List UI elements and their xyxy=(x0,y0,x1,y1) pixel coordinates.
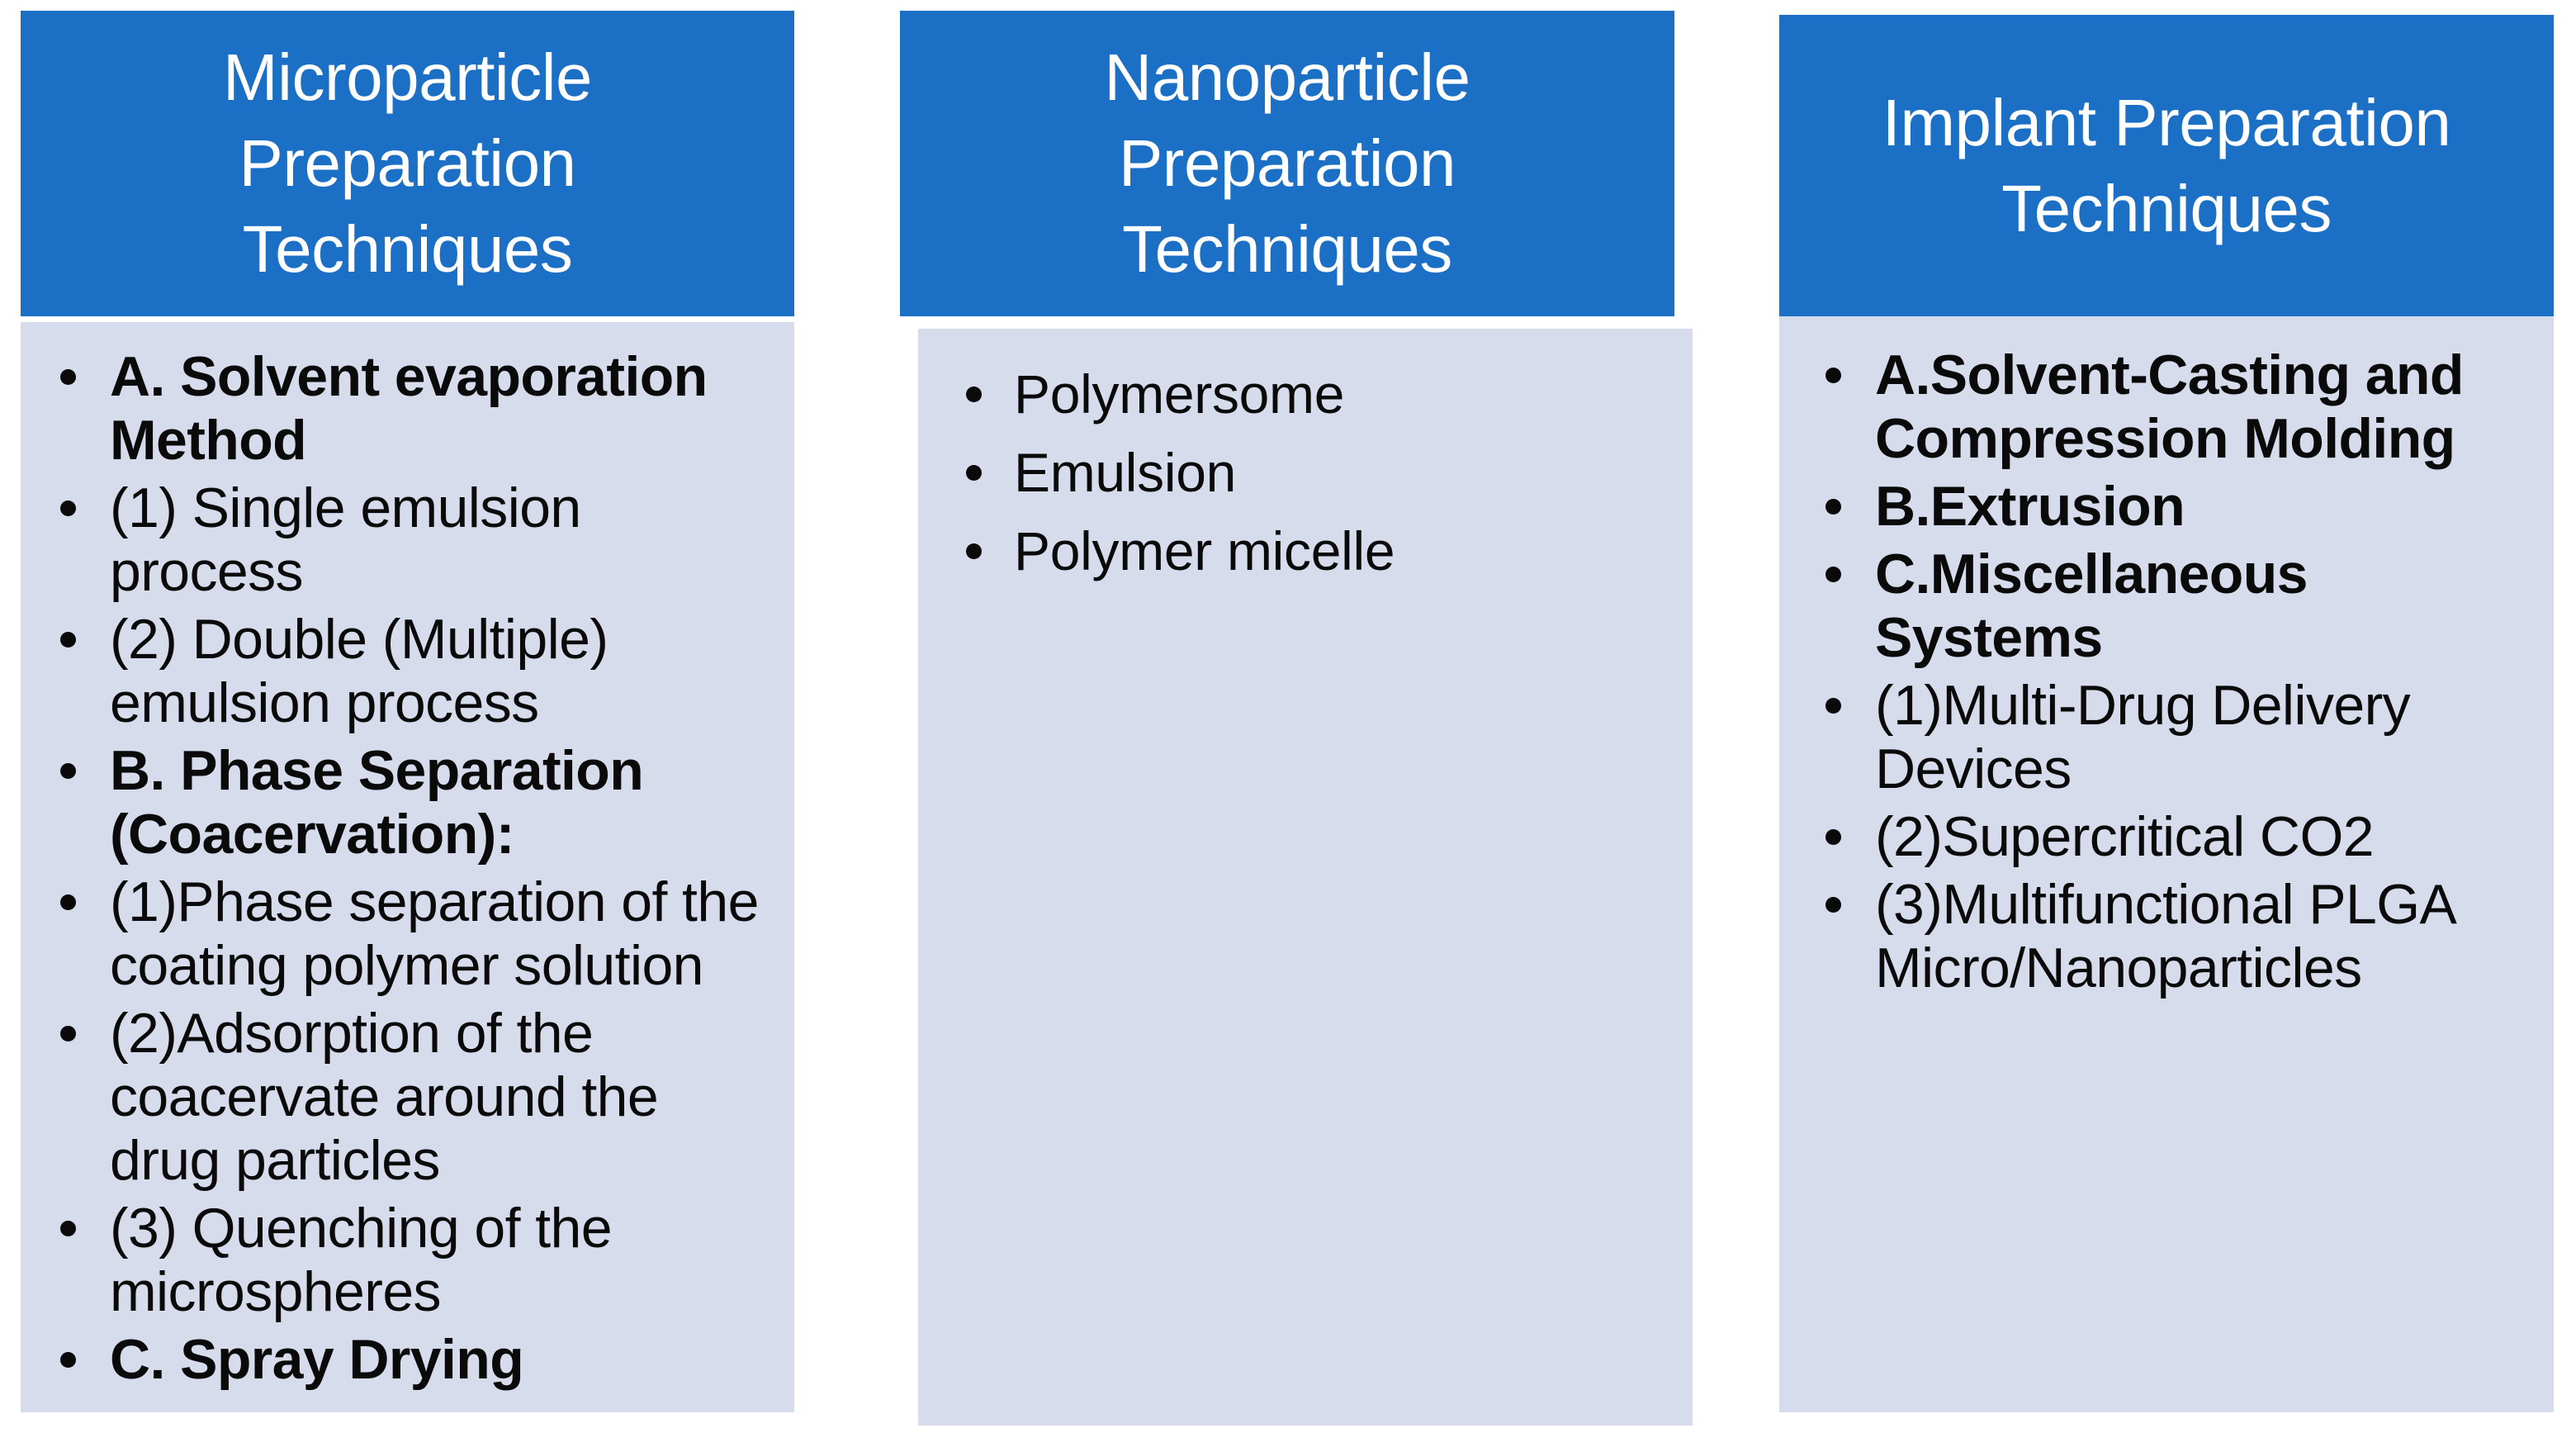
bullet-list-nanoparticle: Polymersome Emulsion Polymer micelle xyxy=(938,355,1673,591)
column-header-implant: Implant Preparation Techniques xyxy=(1779,15,2554,316)
bullet-list-microparticle: A. Solvent evaporation Method (1) Single… xyxy=(37,345,774,1392)
list-item: (2)Supercritical CO2 xyxy=(1802,805,2534,869)
bullet-dot-icon xyxy=(60,894,76,910)
bullet-dot-icon xyxy=(1825,897,1841,913)
column-title-nanoparticle: Nanoparticle Preparation Techniques xyxy=(1104,40,1470,286)
list-item-label: (2)Adsorption of the coacervate around t… xyxy=(110,1002,659,1192)
column-header-nanoparticle: Nanoparticle Preparation Techniques xyxy=(900,11,1674,316)
list-item-label: (3) Quenching of the microspheres xyxy=(110,1197,613,1323)
bullet-dot-icon xyxy=(966,465,982,481)
list-item: (2)Adsorption of the coacervate around t… xyxy=(37,1002,774,1193)
list-item-label: (1)Phase separation of the coating polym… xyxy=(110,871,759,997)
list-item-label: (2) Double (Multiple) emulsion process xyxy=(110,608,608,734)
bullet-dot-icon xyxy=(1825,698,1841,714)
list-item: Polymer micelle xyxy=(938,512,1673,591)
list-item-label: B.Extrusion xyxy=(1875,475,2185,538)
bullet-dot-icon xyxy=(60,501,76,516)
list-item: Polymersome xyxy=(938,355,1673,434)
list-item-label: (1) Single emulsion process xyxy=(110,477,581,603)
bullet-dot-icon xyxy=(60,369,76,385)
list-item: Emulsion xyxy=(938,434,1673,512)
column-title-implant: Implant Preparation Techniques xyxy=(1882,85,2451,245)
list-item-label: Emulsion xyxy=(1014,442,1237,503)
bullet-dot-icon xyxy=(966,387,982,402)
bullet-dot-icon xyxy=(1825,499,1841,515)
list-item: A. Solvent evaporation Method xyxy=(37,345,774,472)
bullet-dot-icon xyxy=(60,763,76,779)
bullet-dot-icon xyxy=(60,1352,76,1368)
list-item: A.Solvent-Casting and Compression Moldin… xyxy=(1802,344,2534,471)
list-item-label: Polymersome xyxy=(1014,363,1345,425)
list-item-label: Polymer micelle xyxy=(1014,520,1395,581)
column-header-microparticle: Microparticle Preparation Techniques xyxy=(21,11,794,316)
column-body-nanoparticle: Polymersome Emulsion Polymer micelle xyxy=(918,329,1693,1426)
column-body-implant: A.Solvent-Casting and Compression Moldin… xyxy=(1779,316,2554,1412)
bullet-dot-icon xyxy=(1825,829,1841,845)
list-item-label: (3)Multifunctional PLGA Micro/Nanopartic… xyxy=(1875,873,2454,999)
list-item-label: C. Spray Drying xyxy=(110,1328,524,1391)
list-item: (1)Multi-Drug Delivery Devices xyxy=(1802,674,2534,801)
list-item-label: C.Miscellaneous Systems xyxy=(1875,543,2308,669)
list-item: C. Spray Drying xyxy=(37,1328,774,1392)
bullet-dot-icon xyxy=(60,1221,76,1236)
list-item: (2) Double (Multiple) emulsion process xyxy=(37,608,774,735)
list-item: (1) Single emulsion process xyxy=(37,477,774,604)
bullet-list-implant: A.Solvent-Casting and Compression Moldin… xyxy=(1802,344,2534,1000)
list-item: B.Extrusion xyxy=(1802,475,2534,538)
bullet-dot-icon xyxy=(60,1026,76,1041)
list-item-label: A.Solvent-Casting and Compression Moldin… xyxy=(1875,344,2464,470)
list-item-label: A. Solvent evaporation Method xyxy=(110,345,708,472)
bullet-dot-icon xyxy=(1825,368,1841,383)
list-item: B. Phase Separation (Coacervation): xyxy=(37,739,774,866)
list-item: C.Miscellaneous Systems xyxy=(1802,543,2534,670)
bullet-dot-icon xyxy=(1825,567,1841,582)
column-body-microparticle: A. Solvent evaporation Method (1) Single… xyxy=(21,322,794,1412)
list-item: (3)Multifunctional PLGA Micro/Nanopartic… xyxy=(1802,873,2534,1000)
bullet-dot-icon xyxy=(60,632,76,648)
list-item-label: (1)Multi-Drug Delivery Devices xyxy=(1875,674,2411,800)
column-title-microparticle: Microparticle Preparation Techniques xyxy=(223,40,592,286)
bullet-dot-icon xyxy=(966,543,982,559)
list-item-label: B. Phase Separation (Coacervation): xyxy=(110,739,644,866)
list-item: (1)Phase separation of the coating polym… xyxy=(37,871,774,998)
list-item-label: (2)Supercritical CO2 xyxy=(1875,805,2375,868)
list-item: (3) Quenching of the microspheres xyxy=(37,1197,774,1324)
